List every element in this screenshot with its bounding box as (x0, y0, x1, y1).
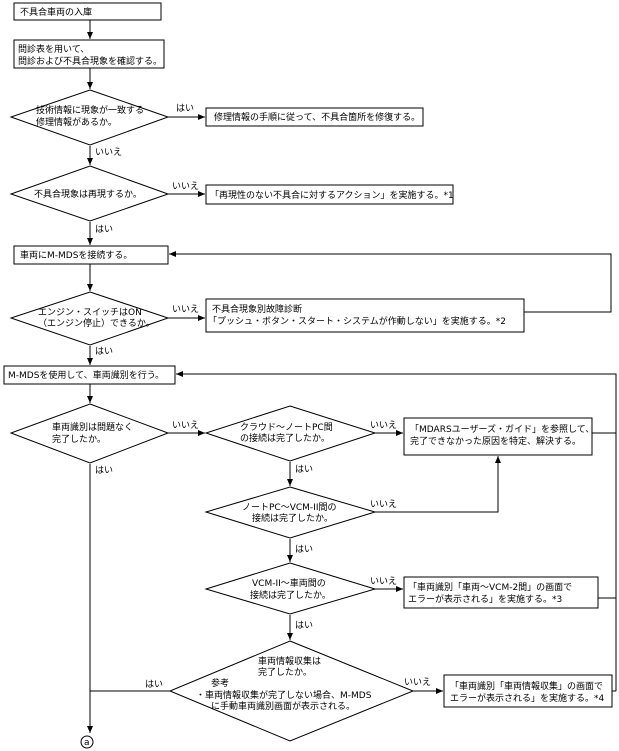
pc-vcm-text-1: ノートPC～VCM-II間の (242, 502, 336, 513)
interview-text-1: 問診表を用いて、 (18, 43, 89, 55)
label-no-engine: いいえ (172, 304, 199, 315)
ref-text-1: ・車両情報収集が完了しない場合、M-MDS (196, 689, 372, 701)
label-yes-repro: はい (95, 224, 113, 235)
engine-decision (9, 291, 170, 346)
label-no-cloud: いいえ (370, 420, 397, 431)
interview-text-2: 問診および不具合現象を確認する。 (18, 55, 162, 67)
pc-vcm-text-2: 接続は完了したか。 (252, 512, 333, 524)
vcm-error-box (403, 576, 599, 609)
vcm-vehicle-text-2: 接続は完了したか。 (250, 589, 331, 601)
vcm-error-text-2: エラーが表示される」を実施する。*3 (408, 593, 562, 605)
label-yes-engine: はい (95, 346, 113, 357)
label-no-match: いいえ (95, 147, 122, 158)
ident-decision (9, 403, 170, 464)
vcm-vehicle-decision (204, 562, 377, 615)
vcm-vehicle-text-1: VCM-II～車両間の (252, 577, 326, 589)
match-text-1: 技術情報に現象が一致する (36, 104, 144, 116)
start-text: 不具合車両の入庫 (20, 6, 92, 18)
start-box (13, 2, 162, 21)
connect-text: 車両にM-MDSを接続する。 (20, 249, 132, 261)
match-decision (9, 89, 170, 146)
connector-label: a (84, 738, 90, 748)
match-text-2: 修理情報があるか。 (36, 116, 117, 128)
info-error-box (443, 674, 613, 708)
label-yes-match: はい (176, 103, 194, 114)
guide-text-2: 完了できなかった原因を特定、解決する。 (410, 435, 581, 447)
info-error-text-1: 「車両識別「車両情報収集」の画面で (450, 680, 603, 692)
info-text-2: 完了したか。 (258, 666, 312, 678)
guide-text-1: 「MDARSユーザーズ・ガイド」を参照して、 (410, 423, 594, 435)
label-no-ident: いいえ (172, 420, 199, 431)
engine-text-2: （エンジン停止）できるか。 (38, 317, 155, 329)
non-repro-text: 「再現性のない不具合に対するアクション」を実施する。*1 (210, 189, 454, 201)
engine-diag-text-2: 「プッシュ・ボタン・スタート・システムが作動しない」を実施する。*2 (208, 315, 506, 327)
ident-text-1: 車両識別は問題なく (52, 421, 133, 433)
vcm-error-text-1: 「車両識別「車両～VCM-2間」の画面で (408, 581, 572, 593)
engine-diag-text-1: 不具合現象別故障診断 (212, 303, 302, 315)
interview-box (13, 39, 165, 69)
engine-text-1: エンジン・スイッチはON (38, 307, 142, 318)
identify-text: M-MDSを使用して、車両識別を行う。 (8, 369, 164, 381)
identify-box (3, 365, 176, 385)
cloud-decision (204, 405, 377, 462)
engine-diag-box (205, 298, 525, 333)
label-no-info: いいえ (404, 677, 431, 688)
cloud-text-2: の接続は完了したか。 (240, 432, 330, 444)
label-no-vcm: いいえ (370, 576, 397, 587)
label-yes-info: はい (145, 679, 163, 690)
label-yes-ident: はい (95, 465, 113, 476)
label-no-pc: いいえ (370, 499, 397, 510)
repro-text: 不具合現象は再現するか。 (34, 188, 142, 200)
connector-lines (87, 20, 617, 733)
connector-circle (80, 735, 94, 749)
label-no-repro: いいえ (172, 181, 199, 192)
ref-text-2: に手動車両識別画面が表示される。 (211, 700, 355, 712)
ref-title-text: 参考 (211, 677, 229, 689)
ident-text-2: 完了したか。 (52, 433, 106, 445)
non-repro-box (205, 184, 454, 205)
label-yes-pc: はい (295, 544, 313, 555)
info-text-1: 車両情報収集は (258, 655, 321, 667)
cloud-text-1: クラウド～ノートPC間 (240, 422, 333, 433)
connect-box (13, 245, 169, 265)
repair-box (205, 107, 424, 127)
pc-vcm-decision (204, 486, 377, 539)
repro-decision (9, 165, 170, 222)
info-error-text-2: エラーが表示される」を実施する。*4 (450, 692, 605, 704)
guide-box (403, 417, 593, 456)
vehicle-info-decision (168, 640, 415, 742)
label-yes-vcm: はい (295, 620, 313, 631)
repair-text: 修理情報の手順に従って、不具合箇所を修復する。 (214, 111, 420, 123)
label-yes-cloud: はい (295, 464, 313, 475)
